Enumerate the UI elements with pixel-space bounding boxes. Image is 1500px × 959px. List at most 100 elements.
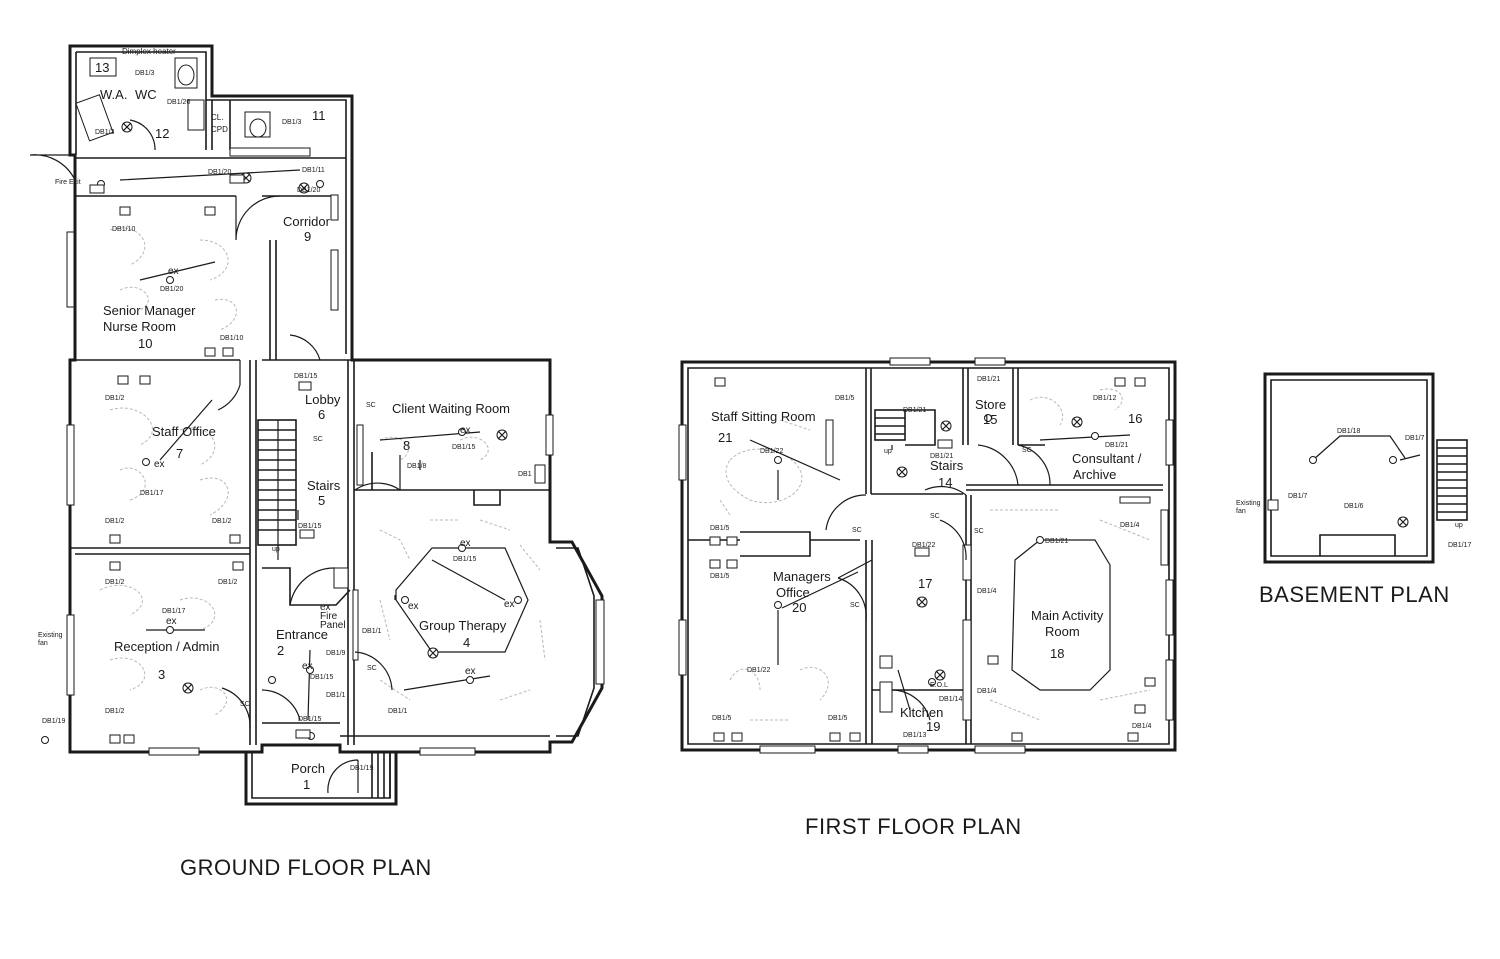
circuit-label: DB1/20 [208, 169, 231, 176]
wc-fittings [75, 57, 546, 484]
label-sc-first-1: SC [852, 527, 862, 534]
label-existing-fan-basement-1: Existing [1236, 500, 1261, 507]
label-room-5: 5 [318, 493, 325, 508]
label-sc-4: SC [240, 701, 250, 708]
label-consultant: Consultant / [1072, 451, 1142, 466]
label-group-therapy: Group Therapy [419, 618, 507, 633]
label-sc-1: SC [366, 402, 376, 409]
circuit-label: DB1/1 [362, 628, 382, 635]
label-room-13: 13 [95, 60, 109, 75]
label-room-16: 16 [1128, 411, 1142, 426]
circuit-label: DB1/21 [1045, 538, 1068, 545]
label-staff-office: Staff Office [152, 424, 216, 439]
ex-marker: ex [408, 601, 419, 612]
basement-light-point [1309, 456, 1317, 464]
label-sc-first-3: SC [930, 513, 940, 520]
circuit-label: DB1/13 [903, 732, 926, 739]
circuit-label: DB1/4 [977, 688, 997, 695]
circuit-label: DB1/10 [112, 226, 135, 233]
label-room-6: 6 [318, 407, 325, 422]
circuit-label: DB1/21 [1105, 442, 1128, 449]
circuit-label: DB1/5 [710, 525, 730, 532]
circuit-label: DB1/17 [140, 490, 163, 497]
label-nurse-room: Nurse Room [103, 319, 176, 334]
label-main-activity: Main Activity [1031, 608, 1104, 623]
label-room-10: 10 [138, 336, 152, 351]
circuit-label: DB1/19 [42, 718, 65, 725]
circuit-label: DB1/15 [298, 523, 321, 530]
first-doors [825, 444, 1051, 721]
ground-windows [66, 194, 605, 756]
circuit-label: DB1/4 [1120, 522, 1140, 529]
ground-floor-plan: Dimplex heater 13 W.A. WC 12 CL. CPD 11 … [29, 44, 605, 806]
label-store: Store [975, 397, 1006, 412]
label-room-8: 8 [403, 438, 410, 453]
label-room-17: 17 [918, 576, 932, 591]
porch-steps [371, 752, 397, 798]
circuit-label: DB1/20 [297, 187, 320, 194]
circuit-label: DB1/14 [939, 696, 962, 703]
circuit-label: DB1/17 [1448, 542, 1471, 549]
ex-marker: ex [154, 459, 165, 470]
label-room-7: 7 [176, 446, 183, 461]
label-office: Office [776, 585, 810, 600]
basement-inner-wall [1270, 379, 1428, 557]
circuit-label: DB1/21 [930, 453, 953, 460]
basement-circuit-labels: DB1/18 DB1/7 DB1/6 DB1/7 DB1/17 [1288, 428, 1471, 549]
label-fire-panel-ex: ex [320, 602, 331, 613]
circuit-label: DB1/11 [302, 167, 325, 174]
first-windows [678, 357, 1174, 754]
ex-marker: ex [465, 666, 476, 677]
circuit-label: DB1/4 [977, 588, 997, 595]
circuit-label: DB1/6 [1344, 503, 1364, 510]
label-porch: Porch [291, 761, 325, 776]
label-fire-panel-1: Fire [320, 611, 338, 622]
circuit-label: DB1/15 [310, 674, 333, 681]
circuit-label: DB1/2 [105, 395, 125, 402]
first-furniture [719, 388, 1151, 721]
ex-marker: ex [460, 425, 471, 436]
circuit-label: DB1/7 [1288, 493, 1308, 500]
circuit-label: DB1/9 [326, 650, 346, 657]
circuit-label: DB1/5 [710, 573, 730, 580]
label-room-3: 3 [158, 667, 165, 682]
label-wc: WC [135, 87, 157, 102]
label-fire-exit: Fire Exit [55, 179, 81, 186]
label-existing-fan-1: Existing [38, 632, 63, 639]
circuit-label: DB1/21 [977, 376, 1000, 383]
label-room-2: 2 [277, 643, 284, 658]
circuit-label: DB1/2 [212, 518, 232, 525]
label-room-15: 15 [983, 412, 997, 427]
porch-wall [244, 752, 398, 806]
bay-window [556, 547, 595, 737]
label-stairs: Stairs [307, 478, 341, 493]
circuit-label: DB1/7 [1405, 435, 1425, 442]
circuit-label: DB1/5 [835, 395, 855, 402]
basement-steps [1436, 439, 1468, 521]
label-room-9: 9 [304, 229, 311, 244]
label-room-19: 19 [926, 719, 940, 734]
circuit-label: DB1/3 [282, 119, 302, 126]
circuit-label: DB1/17 [162, 608, 185, 615]
first-smoke-detectors [896, 416, 1083, 681]
label-room-18: 18 [1050, 646, 1064, 661]
label-sc-first-4: SC [974, 528, 984, 535]
circuit-label: DB1/1 [388, 708, 408, 715]
label-entrance: Entrance [276, 627, 328, 642]
label-senior-manager: Senior Manager [103, 303, 196, 318]
ground-floor-plan-title: GROUND FLOOR PLAN [180, 855, 432, 880]
circuit-label: DB1/15 [294, 373, 317, 380]
label-client-waiting-room: Client Waiting Room [392, 401, 510, 416]
ex-marker: ex [168, 266, 179, 277]
label-stairs-first: Stairs [930, 458, 964, 473]
ground-doors [29, 119, 401, 794]
basement-plan: Existing fan up DB1/18 DB1/7 DB1/6 DB1/7… [1236, 372, 1471, 564]
first-circuit-labels: DB1/5 DB1/21 DB1/21 DB1/12 DB1/21 DB1/22… [710, 376, 1152, 739]
label-kitchen: Kitchen [900, 705, 943, 720]
circuit-label: DB1/2 [218, 579, 238, 586]
label-staff-sitting-room: Staff Sitting Room [711, 409, 816, 424]
ex-marker: ex [460, 538, 471, 549]
label-fire-panel-2: Panel [320, 620, 346, 631]
circuit-label: DB1/15 [452, 444, 475, 451]
